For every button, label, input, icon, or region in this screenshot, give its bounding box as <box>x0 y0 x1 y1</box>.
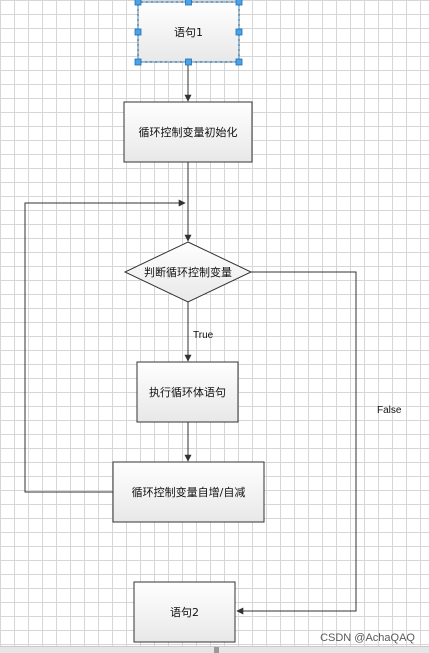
node-body-label: 执行循环体语句 <box>149 385 226 399</box>
node-init[interactable]: 循环控制变量初始化 <box>123 101 253 163</box>
selection-handles[interactable] <box>134 0 243 66</box>
resize-handle[interactable] <box>134 0 142 6</box>
resize-handle[interactable] <box>235 28 243 36</box>
watermark: CSDN @AchaQAQ <box>320 632 415 644</box>
node-stmt1[interactable]: 语句1 <box>137 1 240 63</box>
node-stmt2[interactable]: 语句2 <box>133 581 236 643</box>
node-stmt2-label: 语句2 <box>170 606 199 619</box>
node-cond[interactable]: 判断循环控制变量 <box>123 241 253 303</box>
node-init-label: 循环控制变量初始化 <box>139 125 238 139</box>
edge-cond-false <box>236 271 357 615</box>
node-update-label: 循环控制变量自增/自减 <box>132 485 246 499</box>
node-body[interactable]: 执行循环体语句 <box>136 361 239 423</box>
resize-handle[interactable] <box>134 58 142 66</box>
edge-true-label: True <box>193 330 214 341</box>
resize-handle[interactable] <box>235 0 243 6</box>
node-update[interactable]: 循环控制变量自增/自减 <box>112 461 265 523</box>
resize-handle[interactable] <box>134 28 142 36</box>
horizontal-scrollbar[interactable] <box>0 646 429 653</box>
resize-handle[interactable] <box>185 58 192 66</box>
resize-handle[interactable] <box>185 0 192 6</box>
edge-false-label: False <box>377 405 402 416</box>
node-cond-label: 判断循环控制变量 <box>144 265 232 279</box>
node-stmt1-label: 语句1 <box>174 26 203 39</box>
edge-update-loop-back <box>24 199 186 493</box>
connectors <box>24 62 357 615</box>
scrollbar-thumb[interactable] <box>214 647 219 653</box>
resize-handle[interactable] <box>235 58 243 66</box>
